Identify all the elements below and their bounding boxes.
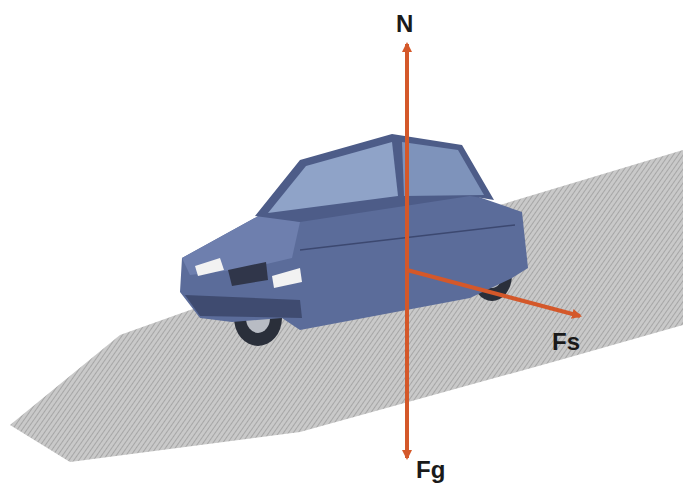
force-label: Fs: [552, 330, 580, 354]
force-arrows: [407, 44, 580, 458]
force-label: Fg: [416, 458, 445, 482]
force-label: N: [396, 12, 413, 36]
car: [180, 134, 528, 346]
